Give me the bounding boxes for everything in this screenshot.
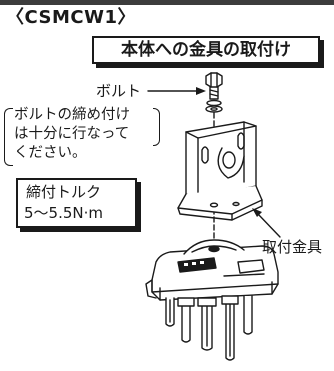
washer-icon: [205, 105, 223, 113]
model-name: 〈CSMCW1〉: [6, 7, 137, 28]
bolt-leader-arrow: [196, 87, 206, 95]
note-bracket-left: [4, 108, 13, 166]
bracket-icon: [177, 121, 263, 221]
torque-box: 締付トルク 5～5.5N·m: [16, 178, 137, 228]
top-rule: [0, 0, 334, 5]
tightening-note: ボルトの締め付け は十分に行なって ください。: [6, 106, 130, 163]
section-title: 本体への金具の取付け: [121, 40, 291, 60]
note-bracket-right: [153, 108, 160, 146]
bolt-label: ボルト: [96, 82, 142, 100]
torque-value: 5～5.5N·m: [24, 204, 103, 222]
washer-icon: [206, 99, 222, 107]
note-line-3: ください。: [14, 145, 87, 161]
note-line-1: ボルトの締め付け: [14, 107, 130, 123]
torque-title: 締付トルク: [26, 183, 102, 201]
title-box: 本体への金具の取付け: [92, 36, 320, 64]
bracket-leader-arrow: [252, 208, 262, 217]
rods-icon: [165, 295, 253, 361]
bracket-leader-line: [257, 213, 281, 238]
bracket-label: 取付金具: [262, 238, 323, 256]
note-line-2: は十分に行なって: [14, 126, 130, 142]
bolt-icon: [205, 72, 223, 100]
main-unit-icon: [145, 239, 279, 301]
